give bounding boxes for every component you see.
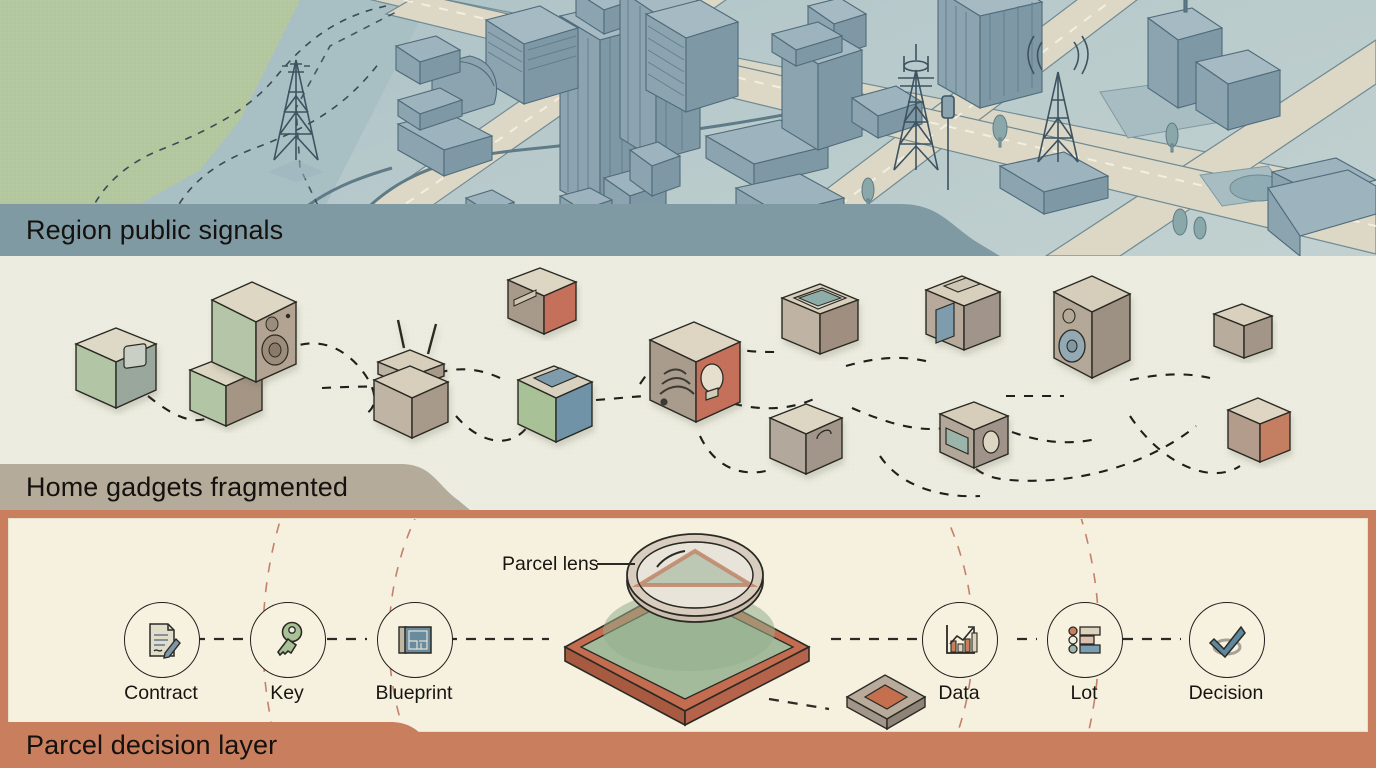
flow-node-blueprint[interactable] <box>377 602 453 678</box>
signal-waves-icon <box>1027 35 1089 75</box>
band-label-home-text: Home gadgets fragmented <box>26 471 348 502</box>
key-icon <box>277 621 303 657</box>
callout-parcel-lens: Parcel lens <box>502 553 599 575</box>
band-label-region: Region public signals <box>0 204 1000 256</box>
panel-home-gadgets: Home gadgets fragmented <box>0 256 1376 510</box>
flow-node-contract-label: Contract <box>124 682 198 704</box>
flow-node-data-label: Data <box>938 682 980 704</box>
transmission-tower-icon <box>268 59 324 182</box>
band-label-parcel: Parcel decision layer <box>0 722 460 768</box>
band-tab-shape <box>0 204 1000 256</box>
band-label-home: Home gadgets fragmented <box>0 464 470 510</box>
gadget-network <box>0 256 1376 510</box>
parcel-chip <box>845 674 927 731</box>
contract-document-icon <box>149 623 181 659</box>
panel-parcel-decision-layer: Parcel lens Contract <box>0 510 1376 768</box>
band-tab-shape <box>0 464 470 510</box>
parcel-canvas: Parcel lens Contract <box>8 518 1368 732</box>
flow-node-data[interactable] <box>922 602 998 678</box>
flow-node-blueprint-label: Blueprint <box>375 682 453 704</box>
flow-node-key[interactable] <box>250 602 326 678</box>
band-label-region-text: Region public signals <box>26 214 284 245</box>
parcel-plate <box>563 580 811 727</box>
bar-chart-trend-icon <box>946 625 978 654</box>
band-tab-shape <box>0 722 460 768</box>
blueprint-icon <box>398 626 432 654</box>
magnifier-lens <box>626 533 764 623</box>
flow-connectors <box>195 637 1181 711</box>
list-items-icon <box>1068 626 1101 654</box>
flow-node-contract[interactable] <box>124 602 200 678</box>
flow-node-lot[interactable] <box>1047 602 1123 678</box>
flow-node-decision-label: Decision <box>1188 682 1264 704</box>
check-mark-icon <box>1208 625 1246 659</box>
panel-region-public-signals: Region public signals <box>0 0 1376 256</box>
city-basemap <box>0 0 1376 256</box>
flow-node-decision[interactable] <box>1189 602 1265 678</box>
flow-node-lot-label: Lot <box>1070 682 1098 704</box>
flow-node-key-label: Key <box>270 682 304 704</box>
band-label-parcel-text: Parcel decision layer <box>26 729 278 760</box>
